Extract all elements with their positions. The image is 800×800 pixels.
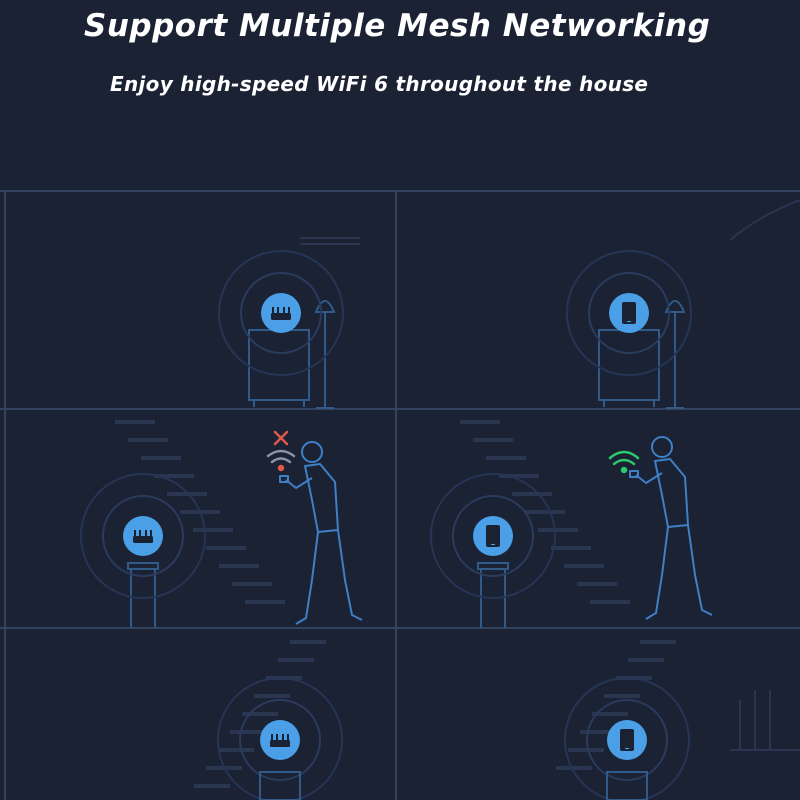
mesh-node-icon xyxy=(486,525,500,547)
cabinet-right xyxy=(598,329,660,407)
router-left-bottom xyxy=(217,677,343,800)
no-connection-x-icon xyxy=(273,430,289,446)
stand-right xyxy=(477,562,509,628)
router-left-top xyxy=(218,250,344,376)
wall-decor xyxy=(300,199,800,751)
mesh-node-right-bottom xyxy=(564,677,690,800)
staircase-right xyxy=(460,420,676,770)
strong-signal-icon xyxy=(608,450,640,474)
mesh-node-icon xyxy=(620,729,634,751)
mesh-node-right-top xyxy=(566,250,692,376)
floor-lamp-left xyxy=(314,300,336,409)
router-left-mid xyxy=(80,473,206,599)
person-left xyxy=(279,441,363,625)
mesh-node-right-mid xyxy=(430,473,556,599)
subheadline: Enjoy high-speed WiFi 6 throughout the h… xyxy=(110,72,649,96)
cabinet-left xyxy=(248,329,310,407)
person-right xyxy=(629,436,713,620)
headline-text: Support Multiple Mesh Networking xyxy=(84,8,711,44)
weak-signal-icon xyxy=(266,449,296,472)
stand-left xyxy=(127,562,159,628)
mesh-node-icon xyxy=(622,302,636,324)
